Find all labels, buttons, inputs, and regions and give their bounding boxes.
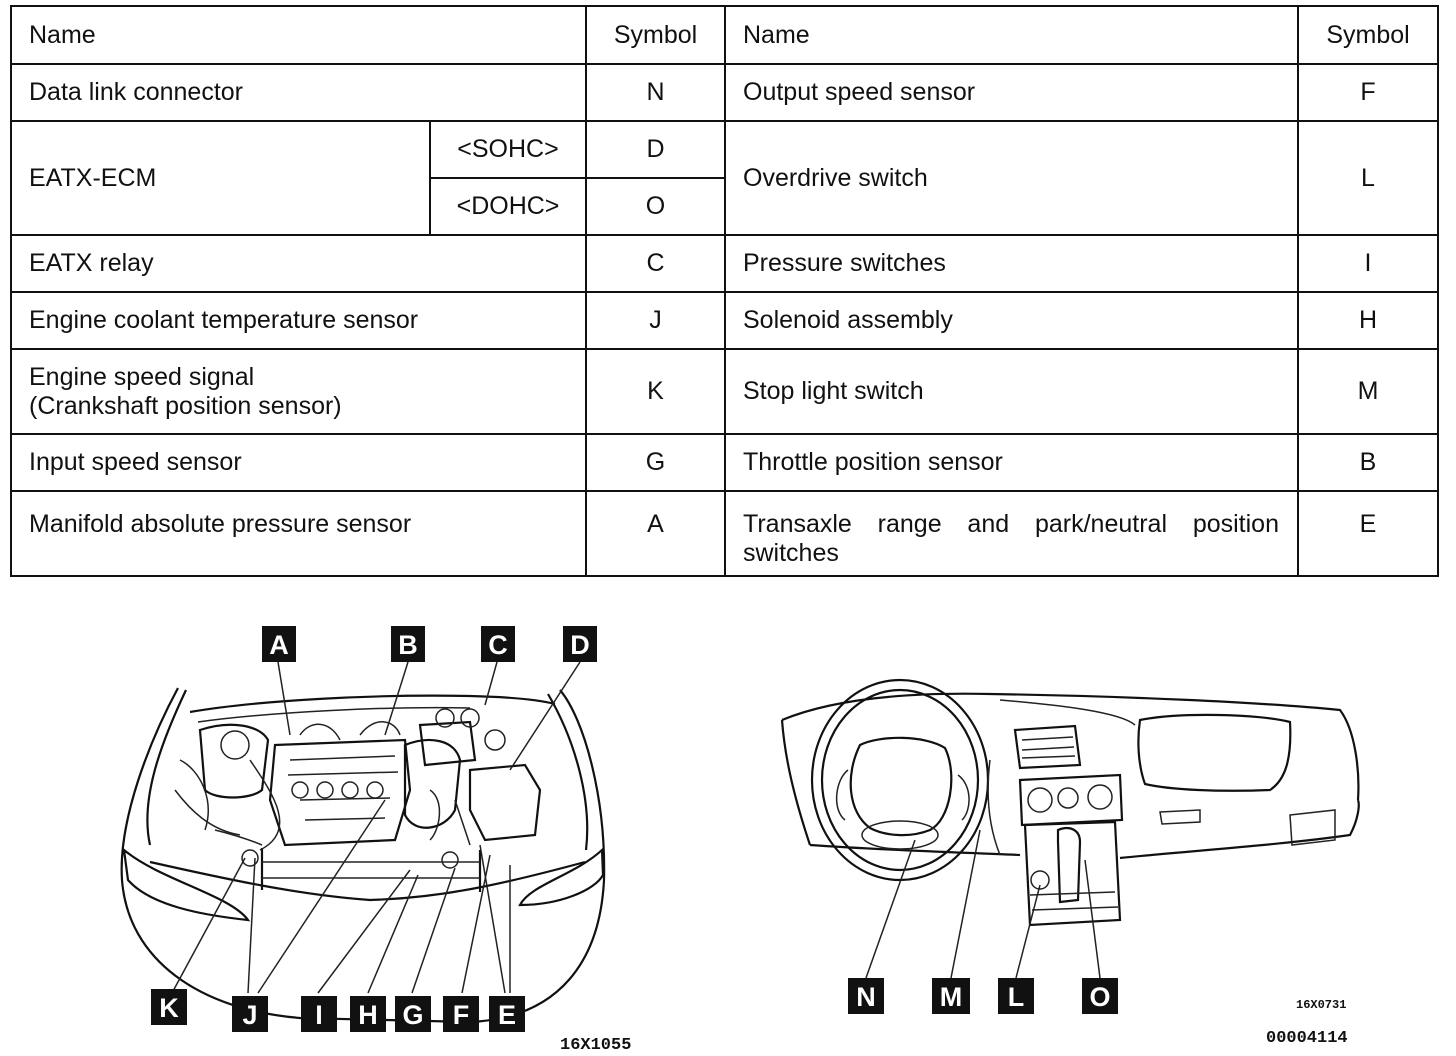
svg-text:G: G xyxy=(402,1000,423,1030)
engine-label-d: D xyxy=(563,626,597,662)
component-table: Name Symbol Name Symbol Data link connec… xyxy=(10,5,1439,577)
row-left-symbol: G xyxy=(585,433,726,492)
table-row: EATX-ECM <SOHC> D Overdrive switch L xyxy=(10,120,1439,236)
svg-text:I: I xyxy=(315,1000,323,1030)
row-left-name-line1: Engine speed signal xyxy=(29,362,255,391)
row-left-symbol: N xyxy=(585,63,726,122)
engine-label-h: H xyxy=(350,996,386,1032)
row-left-symbol: K xyxy=(585,348,726,435)
table-row: Input speed sensor G Throttle position s… xyxy=(10,433,1439,492)
row-right-symbol: F xyxy=(1297,63,1439,122)
svg-text:C: C xyxy=(488,630,508,660)
row-right-symbol: L xyxy=(1297,120,1439,236)
interior-label-o: O xyxy=(1082,978,1118,1014)
table-row: Data link connector N Output speed senso… xyxy=(10,63,1439,122)
row-right-name: Overdrive switch xyxy=(724,120,1299,236)
row-right-name: Pressure switches xyxy=(724,234,1299,293)
svg-text:H: H xyxy=(358,1000,378,1030)
row-right-symbol: H xyxy=(1297,291,1439,350)
row-left-name: Manifold absolute pressure sensor xyxy=(10,490,587,577)
engine-label-k: K xyxy=(151,989,187,1025)
interior-label-l: L xyxy=(998,978,1034,1014)
row-left-symbol: A xyxy=(585,490,726,577)
engine-figure-code: 16X1055 xyxy=(560,1036,631,1055)
table-row: Engine coolant temperature sensor J Sole… xyxy=(10,291,1439,350)
svg-text:D: D xyxy=(570,630,590,660)
engine-label-b: B xyxy=(391,626,425,662)
row-left-name: Data link connector xyxy=(10,63,587,122)
row-right-name: Stop light switch xyxy=(724,348,1299,435)
row-right-name: Solenoid assembly xyxy=(724,291,1299,350)
svg-text:A: A xyxy=(269,630,289,660)
row-right-name: Throttle position sensor xyxy=(724,433,1299,492)
svg-text:N: N xyxy=(856,982,876,1012)
row-right-symbol: E xyxy=(1297,490,1439,577)
row-left-name-line2: (Crankshaft position sensor) xyxy=(29,391,342,420)
document-code: 00004114 xyxy=(1266,1029,1348,1048)
header-name-right: Name xyxy=(724,5,1299,65)
engine-label-i: I xyxy=(301,996,337,1032)
row-right-name: Output speed sensor xyxy=(724,63,1299,122)
row-variant-dohc: <DOHC> xyxy=(429,177,587,236)
row-left-symbol: C xyxy=(585,234,726,293)
svg-text:M: M xyxy=(940,982,963,1012)
row-left-name: Input speed sensor xyxy=(10,433,587,492)
row-variant-sohc: <SOHC> xyxy=(429,120,587,179)
engine-label-j: J xyxy=(232,996,268,1032)
interior-label-n: N xyxy=(848,978,884,1014)
interior-figure-code: 16X0731 xyxy=(1296,998,1346,1012)
row-left-name: Engine coolant temperature sensor xyxy=(10,291,587,350)
row-right-symbol: I xyxy=(1297,234,1439,293)
row-right-symbol: B xyxy=(1297,433,1439,492)
row-symbol-dohc: O xyxy=(585,177,726,236)
header-symbol-left: Symbol xyxy=(585,5,726,65)
header-symbol-right: Symbol xyxy=(1297,5,1439,65)
dashboard-illustration xyxy=(780,678,1360,979)
row-symbol-sohc: D xyxy=(585,120,726,179)
svg-text:O: O xyxy=(1089,982,1110,1012)
svg-text:J: J xyxy=(242,1000,257,1030)
row-left-symbol: J xyxy=(585,291,726,350)
engine-bay-illustration xyxy=(120,661,606,1024)
engine-label-e: E xyxy=(489,996,525,1032)
row-right-symbol: M xyxy=(1297,348,1439,435)
row-left-name: EATX-ECM xyxy=(10,120,431,236)
table-row: Engine speed signal(Crankshaft position … xyxy=(10,348,1439,435)
table-row: Manifold absolute pressure sensor A Tran… xyxy=(10,490,1439,577)
svg-text:E: E xyxy=(498,1000,516,1030)
interior-label-m: M xyxy=(932,978,970,1014)
table-row: EATX relay C Pressure switches I xyxy=(10,234,1439,293)
row-right-name: Transaxle range and park/neutral positio… xyxy=(724,490,1299,577)
engine-label-g: G xyxy=(395,996,431,1032)
svg-text:L: L xyxy=(1008,982,1025,1012)
row-left-name: Engine speed signal(Crankshaft position … xyxy=(10,348,587,435)
svg-text:K: K xyxy=(159,993,179,1023)
row-left-name: EATX relay xyxy=(10,234,587,293)
table-header-row: Name Symbol Name Symbol xyxy=(10,5,1439,65)
svg-text:B: B xyxy=(398,630,418,660)
svg-text:F: F xyxy=(453,1000,470,1030)
engine-label-c: C xyxy=(481,626,515,662)
engine-label-f: F xyxy=(443,996,479,1032)
table-row: <DOHC> O xyxy=(11,177,1438,236)
engine-label-a: A xyxy=(262,626,296,662)
header-name-left: Name xyxy=(10,5,587,65)
